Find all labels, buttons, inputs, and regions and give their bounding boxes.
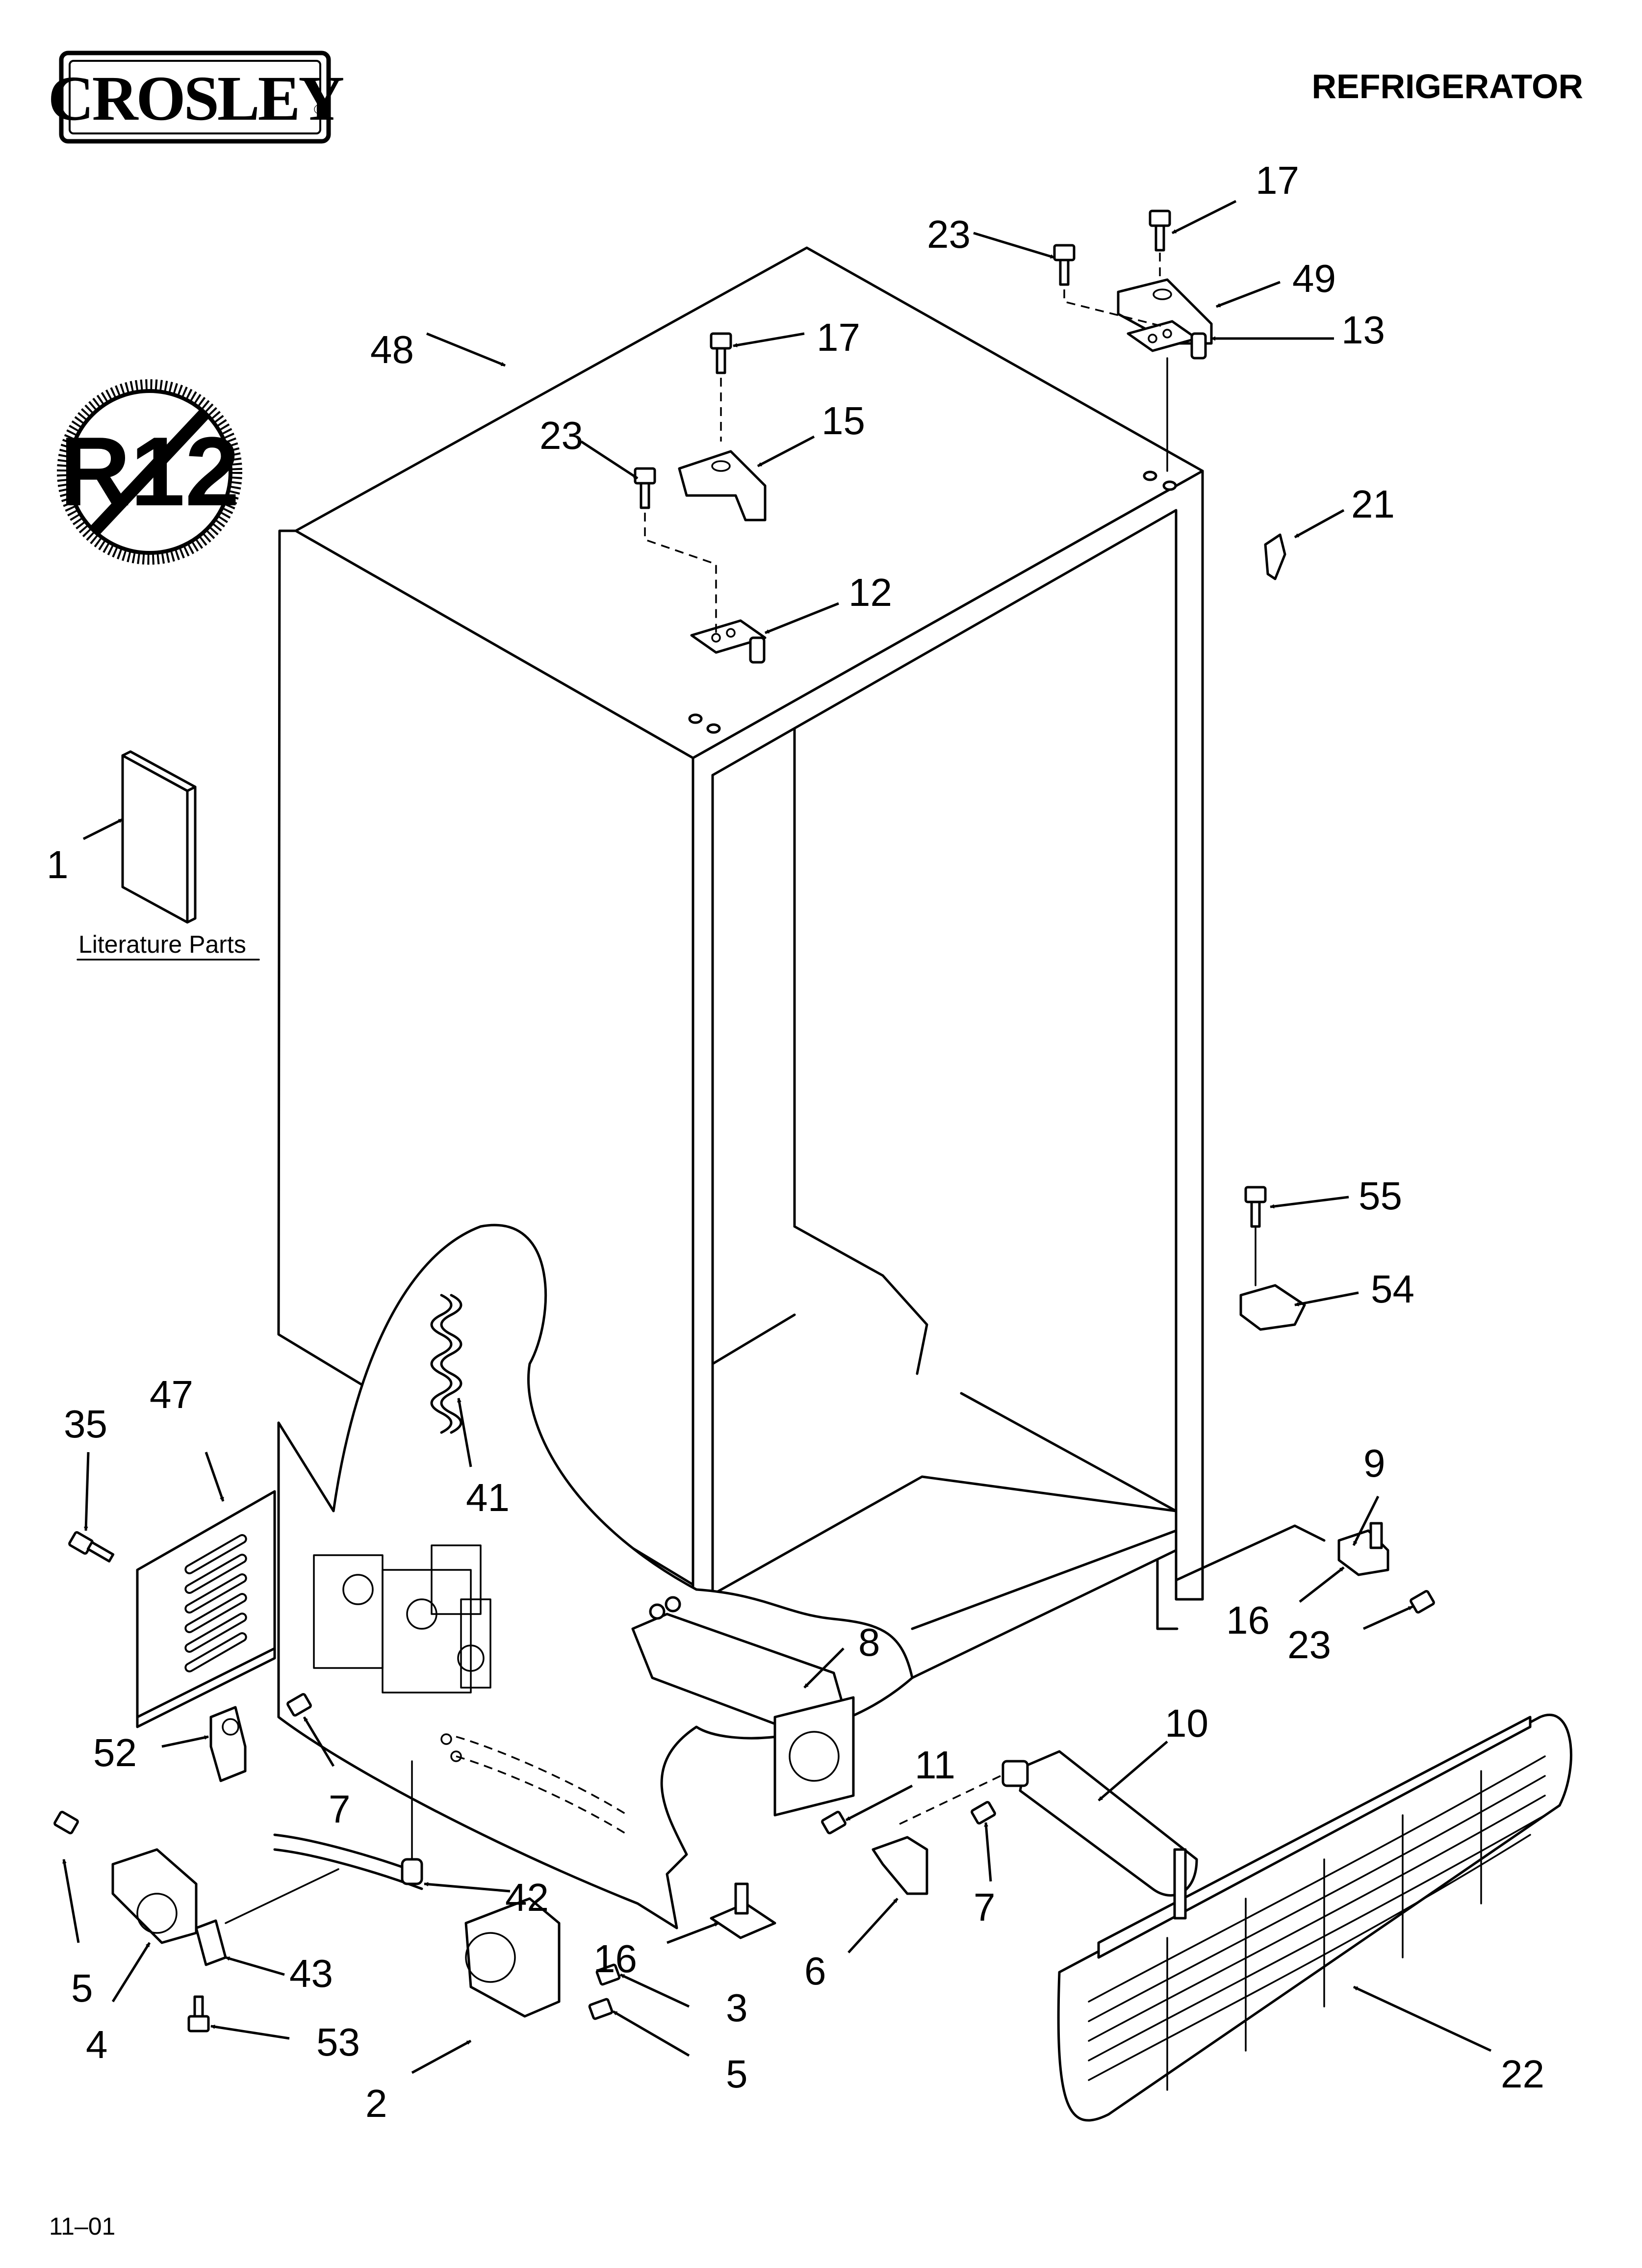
- callout-42: 42: [505, 1876, 549, 1919]
- callout-35: 35: [64, 1402, 107, 1446]
- bracket-6: [872, 1836, 928, 1895]
- registered-mark: ®: [314, 102, 323, 117]
- callout-43: 43: [289, 1952, 333, 1995]
- bracket-9: [1337, 1522, 1389, 1576]
- callout-8: 8: [858, 1620, 880, 1664]
- brand-logo: CROSLEY ®: [48, 51, 345, 144]
- callout-11: 11: [915, 1743, 955, 1787]
- callout-labels: 17 23 49 13 48 17 15 23 21 12 1 55 54 9 …: [47, 158, 1544, 2125]
- callout-15: 15: [821, 399, 865, 443]
- page-title: REFRIGERATOR: [1311, 67, 1583, 105]
- brand-name: CROSLEY: [48, 63, 344, 134]
- screw-23-right: [1410, 1590, 1435, 1614]
- callout-9: 9: [1363, 1441, 1385, 1485]
- relay-2: [464, 1897, 561, 2018]
- cutaway-compressor-area: [277, 1224, 914, 1929]
- screw-17-top: [1149, 209, 1171, 252]
- compressor-machinery: [313, 1544, 491, 1694]
- screw-23-top: [1053, 244, 1076, 286]
- callout-3: 3: [726, 1986, 748, 2030]
- screw-7-right: [971, 1800, 996, 1825]
- callout-22: 22: [1501, 2052, 1544, 2096]
- callout-7: 7: [329, 1787, 351, 1831]
- callout-48: 48: [370, 328, 414, 371]
- callout-23: 23: [539, 414, 583, 457]
- screw-7-left: [286, 1693, 312, 1717]
- callout-23: 23: [927, 212, 971, 256]
- spring-coil: [430, 1294, 462, 1434]
- no-r12-badge: R12: [57, 379, 242, 565]
- callout-5: 5: [726, 2052, 748, 2096]
- callout-21: 21: [1351, 482, 1395, 526]
- cord-clamp-4: [111, 1848, 198, 1944]
- screw-55: [1244, 1186, 1267, 1228]
- screw-5-left: [53, 1810, 79, 1835]
- callout-1: 1: [47, 843, 69, 886]
- bracket-54: [1239, 1284, 1306, 1331]
- screw-5-lower: [588, 1998, 614, 2020]
- screw-35: [68, 1531, 115, 1563]
- literature-parts-label: Literature Parts: [78, 931, 246, 958]
- callout-4: 4: [86, 2023, 108, 2066]
- screw-3: [595, 1963, 621, 1986]
- callout-53: 53: [316, 2020, 360, 2064]
- callout-17: 17: [1256, 158, 1299, 202]
- hinge-bracket-13: [1127, 320, 1207, 360]
- callout-41: 41: [466, 1476, 510, 1519]
- callout-12: 12: [848, 571, 892, 614]
- callout-55: 55: [1359, 1174, 1402, 1218]
- callout-6: 6: [804, 1949, 826, 1993]
- hinge-cover-49: [1117, 278, 1213, 345]
- screw-11: [821, 1810, 847, 1835]
- bracket-16-lower: [710, 1882, 776, 1939]
- callout-47: 47: [150, 1373, 193, 1416]
- callout-54: 54: [1371, 1267, 1414, 1311]
- hinge-bracket-12: [690, 619, 767, 664]
- callout-23: 23: [1287, 1623, 1331, 1667]
- clip-21: [1264, 533, 1286, 580]
- water-filter-10: [1001, 1750, 1198, 1920]
- callout-10: 10: [1165, 1701, 1208, 1745]
- side-vent-panel: [136, 1490, 276, 1728]
- callout-16: 16: [593, 1937, 637, 1981]
- drain-tube-42: [273, 1760, 423, 1890]
- leader-arrows: [62, 200, 1492, 2074]
- callout-16: 16: [1226, 1598, 1270, 1642]
- screw-23-mid: [634, 467, 656, 509]
- fan-housing-8: [631, 1596, 855, 1817]
- hinge-cover-15: [678, 450, 767, 521]
- screw-17-mid: [710, 332, 732, 374]
- callout-17: 17: [817, 315, 860, 359]
- callout-13: 13: [1341, 308, 1385, 352]
- callout-2: 2: [365, 2082, 387, 2125]
- screw-53: [187, 1995, 210, 2033]
- callout-52: 52: [93, 1731, 137, 1774]
- callout-5: 5: [71, 1966, 93, 2010]
- literature-booklet: [121, 750, 197, 924]
- kickplate-grille: [1057, 1714, 1572, 2122]
- clip-43: [195, 1919, 227, 1966]
- callout-49: 49: [1292, 257, 1336, 300]
- callout-7: 7: [974, 1885, 996, 1929]
- footer-code: 11–01: [49, 2213, 115, 2240]
- bracket-52: [209, 1706, 247, 1782]
